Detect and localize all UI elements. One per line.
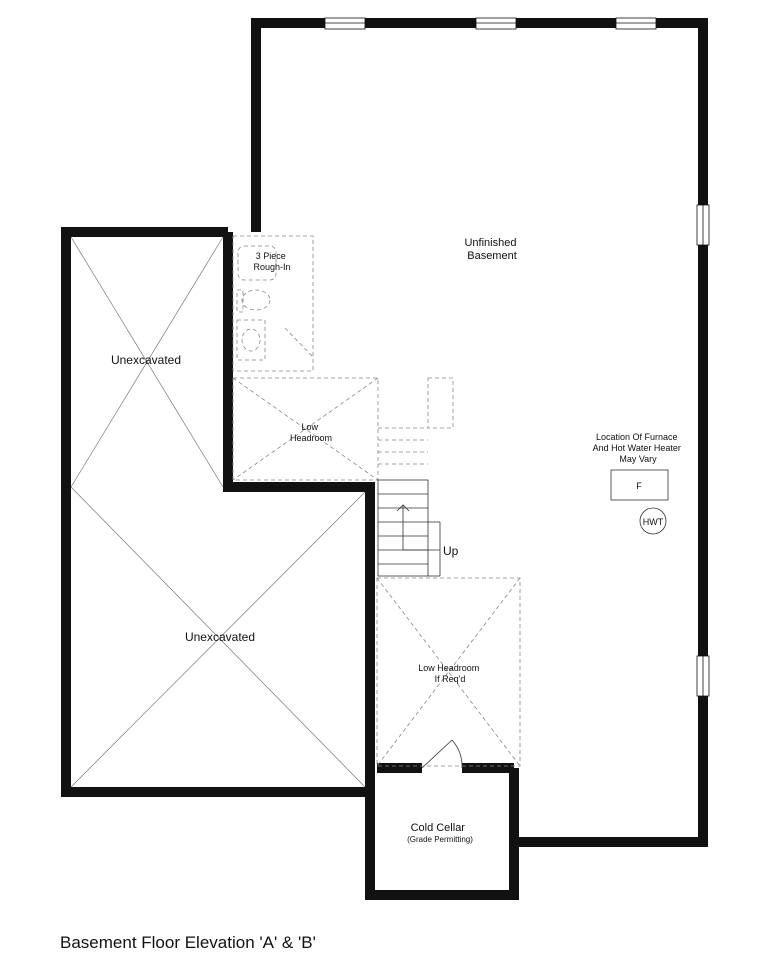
furnace-symbol bbox=[610, 469, 669, 501]
low-headroom-upper-label-2: Headroom bbox=[290, 433, 332, 443]
furnace-note-2: And Hot Water Heater bbox=[593, 443, 681, 453]
furnace-note-3: May Vary bbox=[619, 454, 657, 464]
svg-text:Location Of Furnace And Ho: Location Of Furnace And Hot Water Heater… bbox=[593, 432, 684, 464]
unfinished-basement-label: Unfinished bbox=[464, 237, 516, 249]
furnace-note: Location Of Furnace bbox=[596, 432, 678, 442]
bath-label-2: Rough-In bbox=[253, 262, 290, 272]
unexcavated-diagonals bbox=[70, 236, 366, 788]
stair-up-label: Up bbox=[443, 544, 459, 558]
low-headroom-upper-label: Low bbox=[301, 422, 318, 432]
windows bbox=[324, 17, 710, 697]
unfinished-basement-label-2: Basement bbox=[467, 250, 517, 262]
svg-text:Cold Cellar (Grade Permitt: Cold Cellar (Grade Permitting) bbox=[407, 818, 473, 844]
svg-text:Low Headroom If Req'd: Low Headroom If Req'd bbox=[418, 663, 482, 684]
hwt-symbol-label: HWT bbox=[643, 517, 664, 527]
svg-text:3 Piece Rough-In: 3 Piece Rough-In bbox=[253, 251, 290, 272]
svg-text:Low Headroom: Low Headroom bbox=[290, 422, 332, 443]
exterior-walls bbox=[61, 18, 708, 900]
low-headroom-lower-label-2: If Req'd bbox=[435, 674, 466, 684]
dashed-interior bbox=[232, 235, 521, 767]
svg-text:Unfinished Basement: Unfinished Basement bbox=[464, 237, 519, 262]
cold-cellar-door bbox=[421, 739, 463, 769]
bath-label: 3 Piece bbox=[256, 251, 286, 261]
cold-cellar-label-2: (Grade Permitting) bbox=[407, 835, 473, 844]
cold-cellar-label: Cold Cellar bbox=[411, 822, 466, 834]
unexcavated-top-label: Unexcavated bbox=[111, 353, 181, 367]
furnace-symbol-label: F bbox=[636, 481, 642, 491]
plan-title: Basement Floor Elevation 'A' & 'B' bbox=[60, 933, 316, 952]
hot-water-tank-symbol bbox=[639, 507, 667, 535]
stairs bbox=[377, 479, 441, 577]
unexcavated-bottom-label: Unexcavated bbox=[185, 630, 255, 644]
low-headroom-lower-label: Low Headroom bbox=[418, 663, 479, 673]
